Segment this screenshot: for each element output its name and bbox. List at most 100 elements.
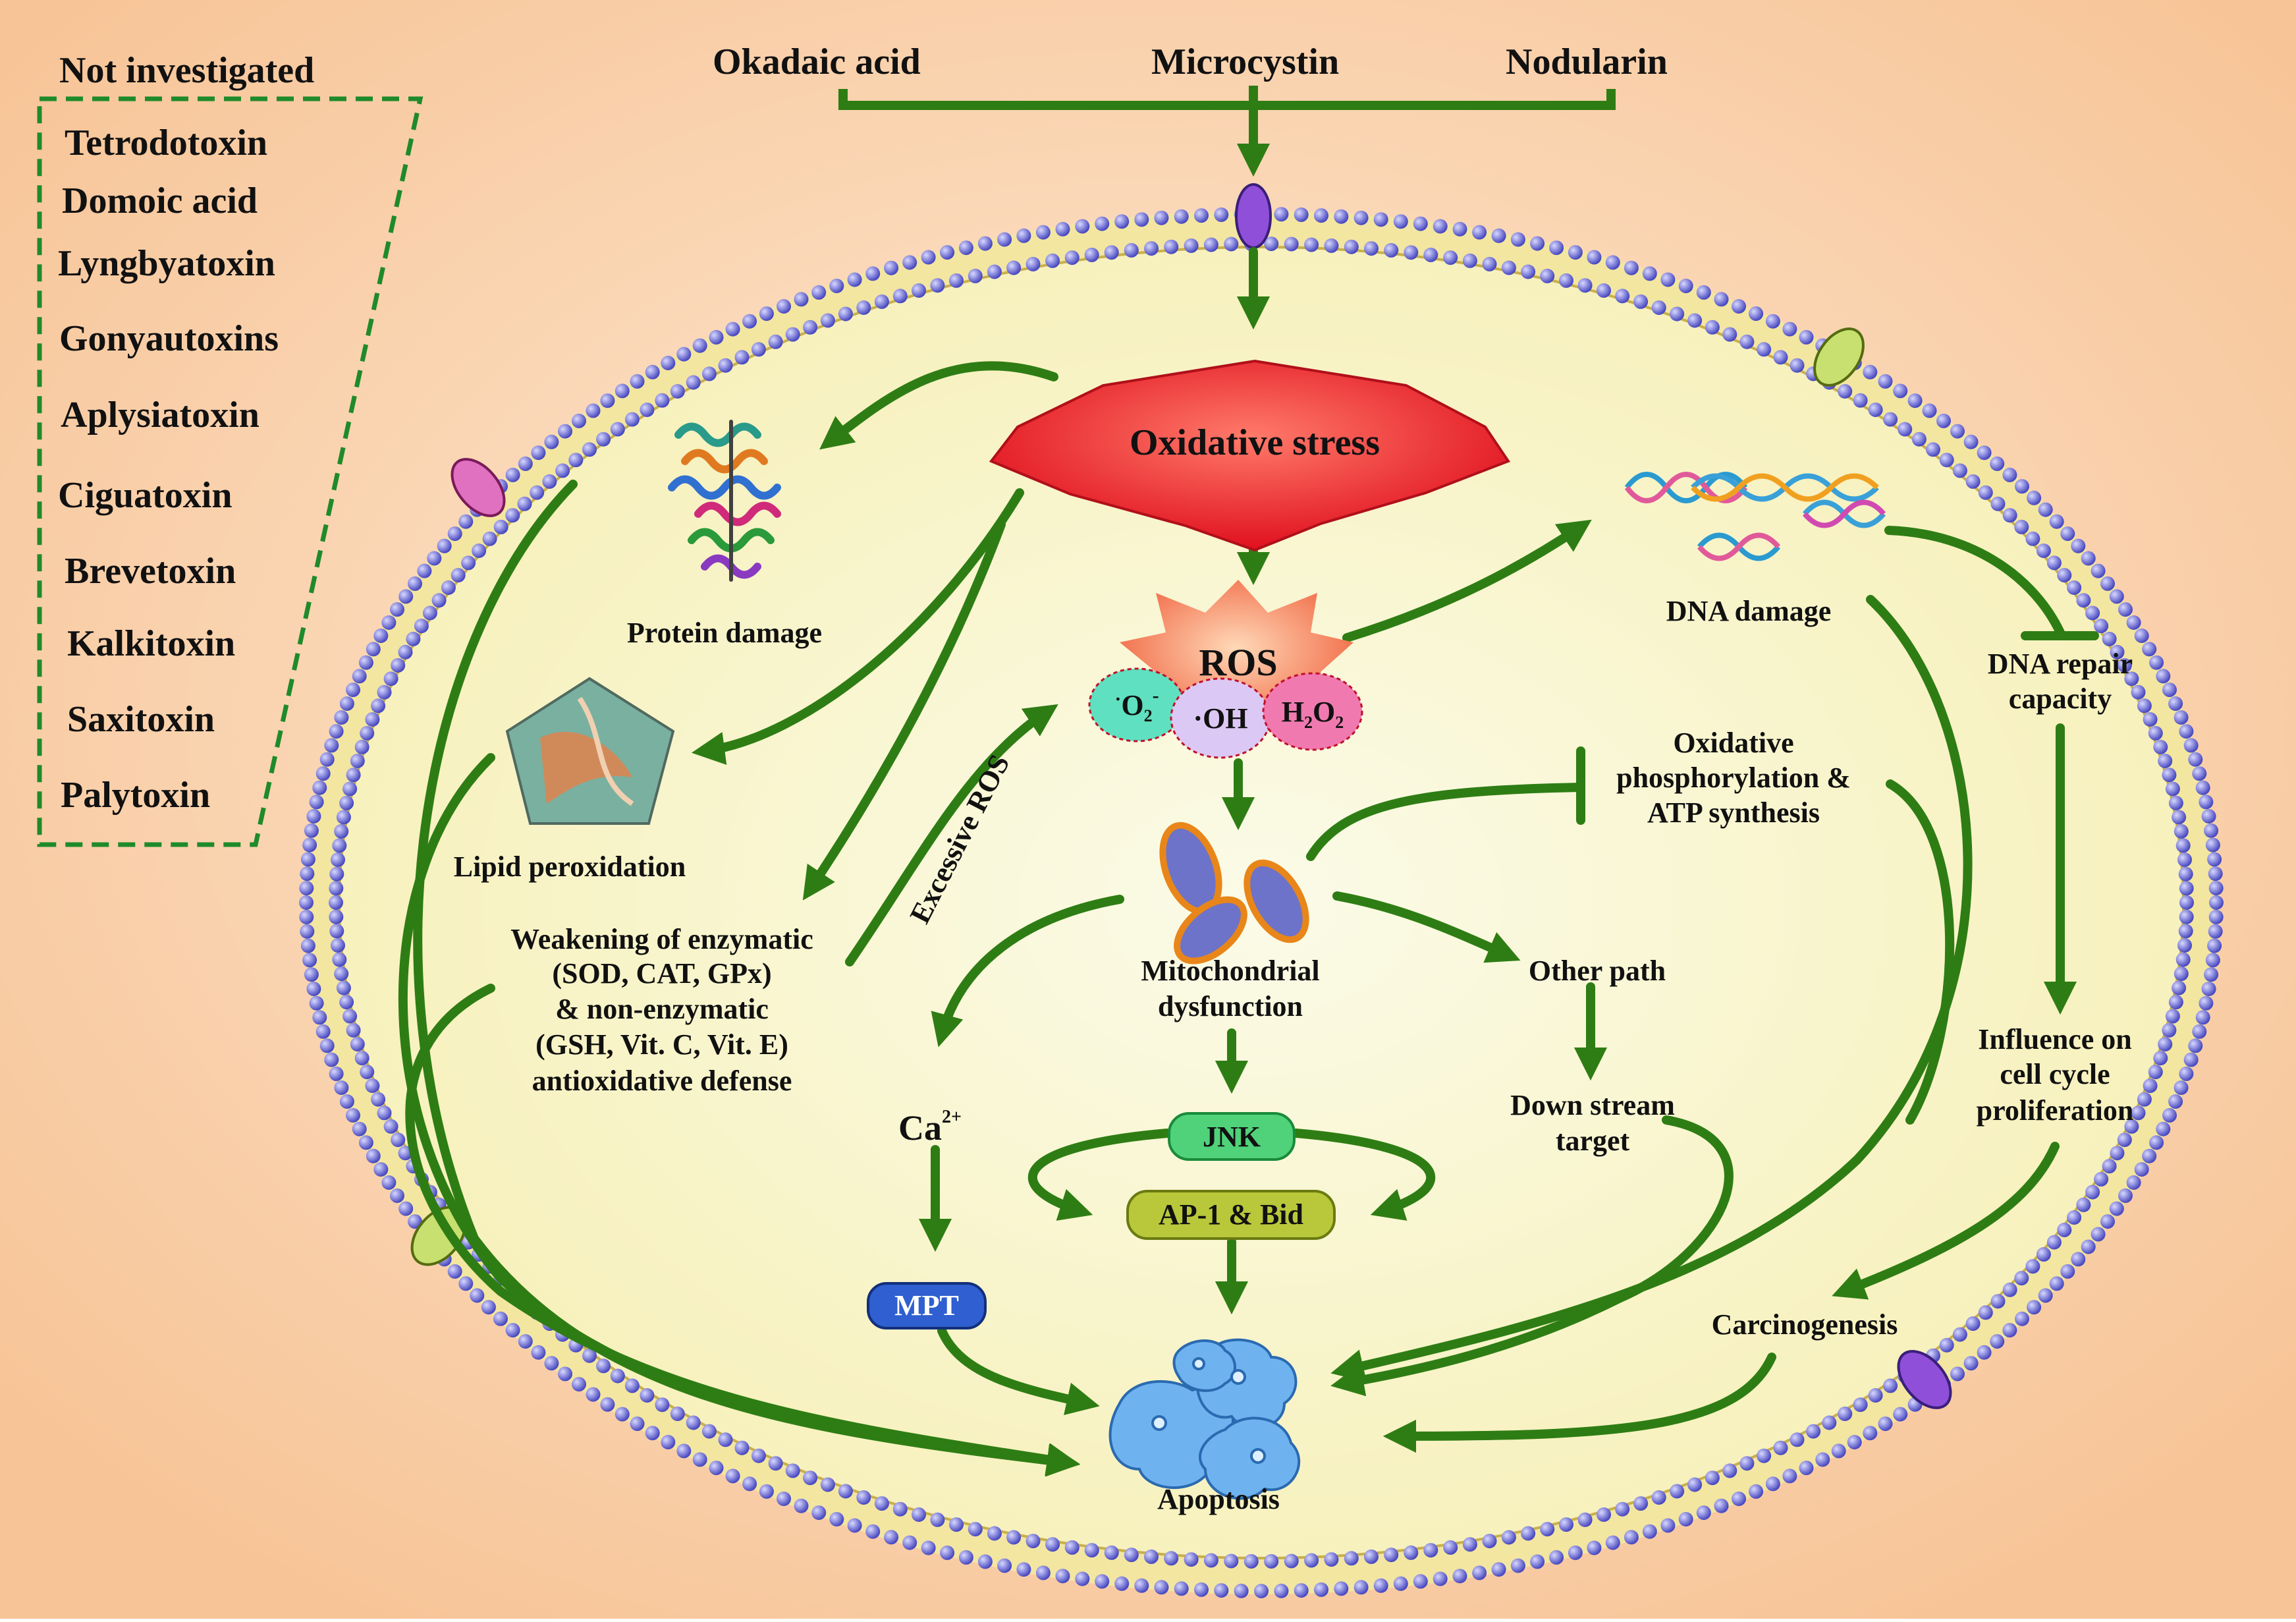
membrane-bead	[342, 781, 358, 797]
ros-node: ROS ·O2- ·OH H2O2	[1088, 580, 1363, 759]
membrane-bead	[930, 278, 945, 293]
weakening-line-5: antioxidative defense	[532, 1065, 792, 1097]
membrane-bead	[847, 272, 862, 287]
membrane-bead	[312, 780, 327, 795]
membrane-bead	[1443, 1540, 1458, 1555]
membrane-bead	[336, 980, 351, 995]
other-path-label: Other path	[1529, 955, 1666, 987]
membrane-bead	[1344, 1551, 1359, 1566]
membrane-bead	[558, 424, 572, 439]
oxidative-stress-star	[989, 359, 1511, 552]
membrane-bead	[354, 1051, 369, 1066]
membrane-bead	[1687, 1477, 1703, 1492]
membrane-bead	[1084, 1543, 1099, 1558]
membrane-bead	[366, 1148, 381, 1163]
membrane-bead	[2124, 671, 2139, 686]
membrane-bead	[1373, 1578, 1388, 1593]
membrane-bead	[2102, 631, 2117, 646]
membrane-bead	[2177, 938, 2192, 953]
membrane-bead	[2162, 768, 2177, 783]
membrane-bead	[987, 264, 1002, 279]
membrane-bead	[2131, 685, 2146, 700]
membrane-bead	[1482, 256, 1497, 271]
membrane-bead	[811, 285, 827, 300]
membrane-bead	[997, 1558, 1012, 1573]
membrane-bead	[2175, 952, 2191, 967]
membrane-bead	[1114, 1576, 1130, 1591]
membrane-bead	[1790, 1432, 1805, 1447]
membrane-bead	[336, 810, 351, 825]
membrane-bead	[692, 1452, 707, 1467]
membrane-bead	[1597, 283, 1611, 298]
membrane-bead	[794, 1498, 809, 1513]
membrane-bead	[2172, 980, 2187, 995]
membrane-bead	[408, 576, 422, 591]
membrane-bead	[1264, 1553, 1279, 1569]
membrane-bead	[312, 1010, 327, 1025]
mpt-node: MPT	[867, 1282, 987, 1329]
membrane-bead	[1373, 212, 1388, 227]
membrane-bead	[1893, 1407, 1908, 1422]
toxin-domoic-acid: Domoic acid	[62, 181, 258, 221]
membrane-bead	[949, 273, 964, 288]
membrane-bead	[1911, 432, 1927, 447]
membrane-bead	[1559, 1517, 1573, 1532]
membrane-bead	[2201, 809, 2216, 824]
membrane-bead	[2179, 895, 2194, 910]
membrane-bead	[1978, 1305, 1993, 1320]
membrane-bead	[1853, 1397, 1868, 1412]
membrane-bead	[1055, 221, 1070, 237]
membrane-bead	[2081, 551, 2096, 566]
membrane-bead	[2208, 924, 2223, 939]
membrane-bead	[354, 739, 369, 754]
membrane-bead	[2002, 1282, 2017, 1297]
membrane-bead	[517, 496, 532, 511]
membrane-bead	[332, 838, 347, 853]
membrane-bead	[2179, 1066, 2194, 1081]
membrane-bead	[2178, 866, 2193, 881]
membrane-bead	[884, 260, 899, 275]
membrane-bead	[2142, 642, 2157, 657]
carcinogenesis-label: Carcinogenesis	[1712, 1308, 1898, 1341]
membrane-bead	[2110, 1146, 2125, 1161]
membrane-bead	[661, 1435, 676, 1449]
membrane-bead	[1035, 225, 1051, 240]
membrane-bead	[2076, 593, 2091, 608]
membrane-bead	[2076, 1197, 2091, 1212]
membrane-bead	[2049, 514, 2064, 529]
membrane-bead	[505, 467, 520, 482]
membrane-bead	[2143, 1078, 2158, 1093]
membrane-bead	[1878, 374, 1893, 389]
membrane-bead	[1184, 1552, 1199, 1567]
membrane-bead	[1540, 268, 1555, 283]
membrane-bead	[352, 1121, 367, 1136]
membrane-bead	[921, 1540, 936, 1555]
membrane-bead	[1549, 240, 1564, 256]
membrane-bead	[1144, 1549, 1159, 1564]
membrane-bead	[1540, 1522, 1555, 1537]
membrane-bead	[2188, 1038, 2203, 1053]
membrane-bead	[2148, 725, 2163, 741]
membrane-bead	[2060, 526, 2075, 542]
membrane-bead	[1244, 1553, 1259, 1569]
membrane-bead	[1164, 1551, 1179, 1566]
membrane-bead	[542, 474, 557, 489]
membrane-bead	[2100, 576, 2115, 591]
membrane-bead	[1950, 1366, 1965, 1382]
membrane-bead	[1144, 241, 1159, 256]
membrane-bead	[701, 1424, 717, 1439]
membrane-bead	[2149, 655, 2164, 670]
membrane-bead	[373, 629, 389, 643]
membrane-bead	[2153, 1051, 2168, 1066]
membrane-bead	[987, 1526, 1002, 1541]
membrane-bead	[1234, 1583, 1249, 1598]
membrane-bead	[339, 795, 354, 810]
arrow-jnk-loop-left	[1027, 1129, 1172, 1221]
membrane-bead	[346, 768, 361, 783]
membrane-bead	[1587, 1540, 1602, 1555]
membrane-bead	[2201, 982, 2216, 996]
membrane-bead	[422, 605, 437, 621]
membrane-beads	[299, 207, 2224, 1598]
membrane-bead	[2148, 1065, 2163, 1080]
membrane-bead	[1025, 1534, 1041, 1549]
